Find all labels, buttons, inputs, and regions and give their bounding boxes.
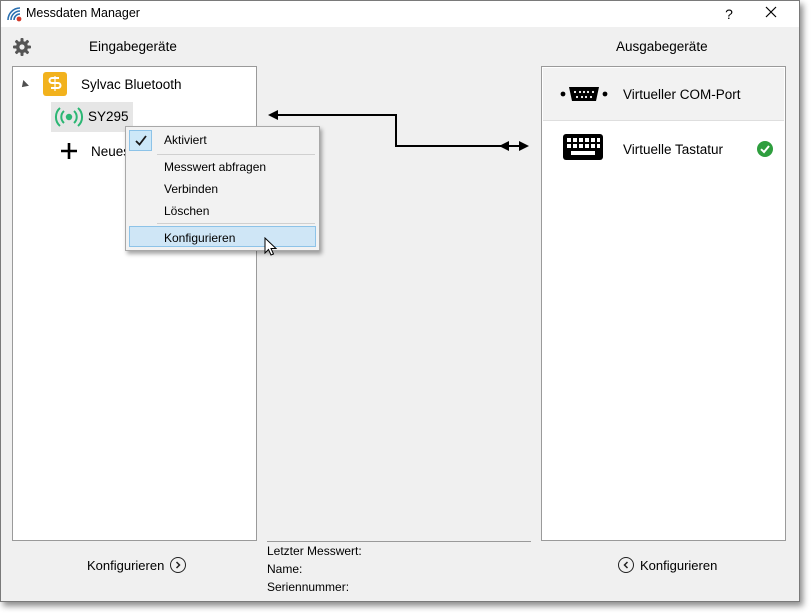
menu-item-delete[interactable]: Löschen <box>164 204 210 218</box>
tree-item-label: Neues <box>91 143 131 159</box>
connection-arrows <box>268 110 529 151</box>
output-devices-header: Ausgabegeräte <box>616 39 708 54</box>
title-bar: Messdaten Manager ? <box>1 1 799 27</box>
menu-item-activated[interactable]: Aktiviert <box>164 133 207 147</box>
mouse-cursor-icon <box>264 237 278 256</box>
app-signal-icon <box>7 7 22 22</box>
plus-icon <box>61 143 77 159</box>
main-window: Messdaten Manager ? Eingabegeräte Ausgab… <box>0 0 800 602</box>
close-icon <box>765 6 777 18</box>
gear-icon[interactable] <box>12 37 32 57</box>
configure-inputs-button[interactable]: Konfigurieren <box>87 557 187 573</box>
sylvac-logo-icon <box>43 72 67 96</box>
menu-separator <box>157 154 315 155</box>
tree-item-new[interactable]: Neues <box>59 139 130 163</box>
output-item-label: Virtueller COM-Port <box>623 87 741 102</box>
configure-label: Konfigurieren <box>87 557 165 573</box>
checkmark-icon <box>135 135 147 146</box>
serial-number-label: Seriennummer: <box>267 580 350 594</box>
check-circle-icon <box>757 141 773 157</box>
configure-label: Konfigurieren <box>640 557 718 573</box>
serial-port-icon <box>560 87 608 101</box>
output-devices-panel: Virtueller COM-Port Virtuelle Tastatur <box>541 66 786 541</box>
tree-item-sy295[interactable]: SY295 <box>51 102 133 132</box>
keyboard-icon <box>563 134 603 160</box>
chevron-right-icon <box>170 557 187 573</box>
help-button[interactable]: ? <box>725 6 733 22</box>
name-label: Name: <box>267 562 303 576</box>
close-button[interactable] <box>757 4 785 24</box>
output-item-virtual-com-port[interactable]: Virtueller COM-Port <box>543 68 784 121</box>
checked-indicator <box>129 130 152 151</box>
menu-separator <box>157 223 315 224</box>
window-title: Messdaten Manager <box>26 6 140 20</box>
tree-item-label: SY295 <box>88 109 129 124</box>
info-divider <box>267 541 531 542</box>
bluetooth-signal-icon <box>54 107 84 127</box>
last-value-label: Letzter Messwert: <box>267 544 362 558</box>
tree-item-label: Sylvac Bluetooth <box>81 76 182 92</box>
menu-item-query-value[interactable]: Messwert abfragen <box>164 160 267 174</box>
output-item-virtual-keyboard[interactable]: Virtuelle Tastatur <box>543 123 784 175</box>
context-menu: Aktiviert Messwert abfragen Verbinden Lö… <box>125 126 320 256</box>
input-devices-header: Eingabegeräte <box>89 39 177 54</box>
tree-item-sylvac-bluetooth[interactable]: Sylvac Bluetooth <box>43 71 182 97</box>
chevron-left-icon <box>618 557 634 573</box>
menu-item-configure[interactable]: Konfigurieren <box>164 231 236 245</box>
menu-item-connect[interactable]: Verbinden <box>164 182 219 196</box>
expand-collapse-icon[interactable] <box>19 80 29 90</box>
output-item-label: Virtuelle Tastatur <box>623 142 724 157</box>
configure-outputs-button[interactable]: Konfigurieren <box>618 557 717 573</box>
